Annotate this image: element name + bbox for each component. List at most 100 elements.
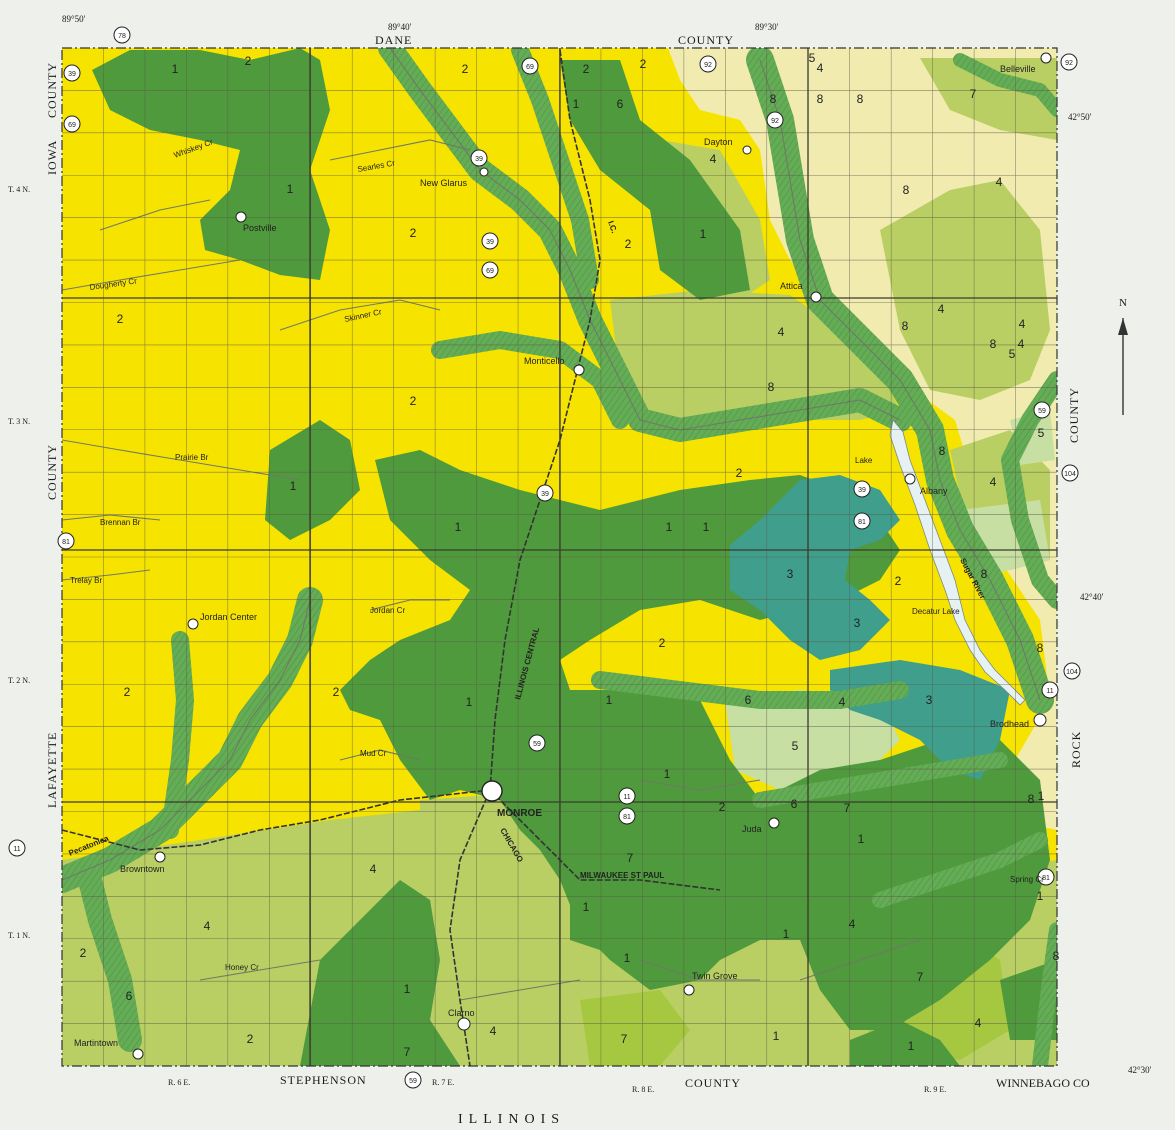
town-postville: Postville — [243, 223, 277, 233]
soil-unit-number: 3 — [854, 616, 861, 630]
soil-unit-number: 8 — [770, 92, 777, 106]
soil-unit-number: 8 — [1037, 641, 1044, 655]
road-shield: 104 — [1063, 662, 1081, 680]
county-label-iowa: IOWA — [45, 140, 59, 175]
soil-unit-number: 4 — [1019, 317, 1026, 331]
soil-unit-number: 4 — [370, 862, 377, 876]
town-clarno: Clarno — [448, 1008, 475, 1018]
lon-89-50: 89°50' — [62, 14, 86, 24]
lon-89-40: 89°40' — [388, 22, 412, 32]
soil-unit-number: 2 — [333, 685, 340, 699]
road-shield: 69 — [521, 57, 539, 75]
road-shield: 39 — [470, 149, 488, 167]
soil-unit-number: 8 — [902, 319, 909, 333]
soil-unit-number: 2 — [736, 466, 743, 480]
soil-unit-number: 2 — [410, 394, 417, 408]
road-shield: 59 — [1033, 401, 1051, 419]
road-shield: 11 — [618, 787, 636, 805]
soil-unit-number: 8 — [857, 92, 864, 106]
town-marker — [810, 291, 822, 303]
lat-42-50: 42°50' — [1068, 112, 1092, 122]
town-belleville: Belleville — [1000, 64, 1036, 74]
label-decatur-lake: Decatur Lake — [912, 607, 960, 616]
town-marker — [187, 618, 199, 630]
soil-unit-number: 4 — [990, 475, 997, 489]
soil-unit-number: 2 — [895, 574, 902, 588]
highway-shields: 78 39 69 69 92 92 92 39 39 69 39 39 81 8… — [8, 26, 1081, 1089]
road-shield: 92 — [699, 55, 717, 73]
svg-text:69: 69 — [526, 64, 534, 71]
town-monroe: MONROE — [497, 808, 542, 819]
soil-unit-number: 1 — [287, 182, 294, 196]
town-marker — [768, 817, 780, 829]
soil-unit-number: 4 — [975, 1016, 982, 1030]
county-label-iowa-county: COUNTY — [45, 62, 59, 118]
range-r7e: R. 7 E. — [432, 1078, 454, 1087]
soil-unit-number: 1 — [466, 695, 473, 709]
soil-unit-number: 2 — [719, 800, 726, 814]
soil-unit-number: 1 — [606, 693, 613, 707]
town-marker — [479, 167, 489, 177]
road-shield: 81 — [57, 532, 75, 550]
township-t1n: T. 1 N. — [8, 931, 30, 940]
soil-unit-number: 1 — [1037, 889, 1044, 903]
svg-text:81: 81 — [623, 814, 631, 821]
soil-unit-number: 4 — [710, 152, 717, 166]
soil-unit-number: 7 — [404, 1045, 411, 1059]
label-spring-cr: Spring Cr — [1010, 875, 1044, 884]
township-lines — [62, 48, 1057, 1066]
label-honey-cr: Honey Cr — [225, 963, 259, 972]
road-shield: 39 — [481, 232, 499, 250]
svg-text:39: 39 — [541, 491, 549, 498]
svg-text:11: 11 — [1046, 688, 1053, 695]
soil-unit-number: 1 — [908, 1039, 915, 1053]
soil-unit-number: 7 — [844, 801, 851, 815]
label-ic: I.C. — [606, 220, 619, 235]
road-shield: 69 — [63, 115, 81, 133]
soil-unit-number: 8 — [903, 183, 910, 197]
label-brennan-br: Brennan Br — [100, 518, 141, 527]
soil-unit-1-area — [340, 450, 1050, 1030]
soil-unit-number: 6 — [745, 693, 752, 707]
road-shield: 78 — [113, 26, 131, 44]
soil-unit-number: 7 — [917, 970, 924, 984]
north-arrow-label: N — [1119, 297, 1127, 309]
town-marker — [683, 984, 695, 996]
road-shield: 92 — [1060, 53, 1078, 71]
soil-unit-number: 5 — [1038, 426, 1045, 440]
road-shield: 59 — [404, 1071, 422, 1089]
soil-unit-number: 1 — [583, 900, 590, 914]
soil-unit-number: 4 — [839, 695, 846, 709]
soil-unit-number: 5 — [809, 51, 816, 65]
soil-unit-number: 8 — [939, 444, 946, 458]
soil-unit-number: 6 — [791, 797, 798, 811]
soil-unit-1-area — [92, 48, 330, 280]
town-marker — [1033, 713, 1047, 727]
soil-unit-number: 8 — [981, 567, 988, 581]
soil-unit-1-area — [300, 880, 460, 1066]
county-label-winnebago: WINNEBAGO CO — [996, 1076, 1090, 1090]
county-label-dane-county: COUNTY — [678, 33, 734, 47]
range-r9e: R. 9 E. — [924, 1085, 946, 1094]
svg-text:59: 59 — [533, 741, 541, 748]
svg-text:69: 69 — [486, 268, 494, 275]
soil-unit-number: 6 — [617, 97, 624, 111]
soil-unit-number: 1 — [664, 767, 671, 781]
county-label-lafayette-county: COUNTY — [45, 444, 59, 500]
road-shield: 81 — [618, 807, 636, 825]
road-shield: 39 — [536, 484, 554, 502]
road-shield: 11 — [1041, 681, 1059, 699]
town-dayton: Dayton — [704, 137, 733, 147]
soil-unit-1-area — [265, 420, 360, 540]
township-t3n: T. 3 N. — [8, 417, 30, 426]
svg-text:104: 104 — [1066, 669, 1078, 676]
town-juda: Juda — [742, 824, 762, 834]
soil-unit-number: 7 — [970, 87, 977, 101]
county-label-lafayette: LAFAYETTE — [45, 732, 59, 808]
county-label-rock-county: COUNTY — [1067, 387, 1081, 443]
soil-unit-number: 2 — [117, 312, 124, 326]
soil-unit-number: 8 — [1053, 949, 1060, 963]
soil-unit-number: 4 — [1018, 337, 1025, 351]
svg-text:81: 81 — [1042, 875, 1050, 882]
road-shield: 92 — [766, 111, 784, 129]
